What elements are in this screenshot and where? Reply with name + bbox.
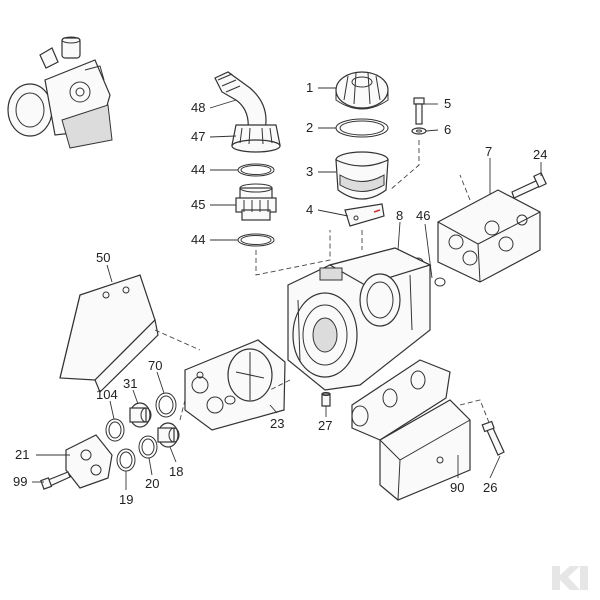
part-8-pump-body (287, 247, 432, 391)
callout-44-lower: 44 (191, 232, 205, 247)
callout-104: 104 (96, 387, 118, 402)
callout-21: 21 (15, 447, 29, 462)
part-48-elbow (214, 71, 267, 131)
part-70-oring (155, 392, 177, 418)
part-18-valve (157, 422, 180, 448)
callout-99: 99 (13, 474, 27, 489)
callout-6: 6 (444, 122, 451, 137)
part-20-oring (138, 435, 158, 459)
callout-50: 50 (96, 250, 110, 265)
part-1-cap (335, 71, 389, 110)
callout-45: 45 (191, 197, 205, 212)
callout-24: 24 (533, 147, 547, 162)
brand-logo (552, 566, 588, 590)
callout-8: 8 (396, 208, 403, 223)
part-50-bracket (59, 274, 159, 394)
part-27-plug (321, 392, 331, 407)
callout-20: 20 (145, 476, 159, 491)
callout-23: 23 (270, 416, 284, 431)
callout-44-upper: 44 (191, 162, 205, 177)
part-4-plate (344, 203, 385, 227)
callout-labels: 48 47 44 45 44 1 2 3 4 5 6 7 24 8 46 50 … (13, 80, 547, 507)
part-44-oring-upper (237, 163, 275, 177)
assembled-pump-thumbnail (7, 36, 113, 149)
callout-19: 19 (119, 492, 133, 507)
callout-leader-lines (32, 87, 542, 490)
part-90-cover (379, 399, 471, 501)
callout-48: 48 (191, 100, 205, 115)
callout-7: 7 (485, 144, 492, 159)
part-44-oring-lower (237, 233, 275, 247)
callout-90: 90 (450, 480, 464, 495)
part-99-bolt (40, 471, 71, 490)
callout-70: 70 (148, 358, 162, 373)
callout-47: 47 (191, 129, 205, 144)
callout-5: 5 (444, 96, 451, 111)
part-6-washer (411, 127, 427, 135)
callout-2: 2 (306, 120, 313, 135)
part-2-oring (335, 118, 389, 138)
callout-31: 31 (123, 376, 137, 391)
part-26-bolt (481, 420, 505, 456)
assembly-guide-lines (154, 140, 491, 426)
part-45-fitting (235, 183, 277, 221)
part-104-oring (105, 418, 125, 442)
crankshaft-assembly (351, 359, 451, 441)
callout-3: 3 (306, 164, 313, 179)
callout-27: 27 (318, 418, 332, 433)
part-31-valve (129, 402, 152, 428)
part-19-oring (116, 448, 136, 472)
callout-46: 46 (416, 208, 430, 223)
part-5-bolt (413, 97, 425, 125)
part-7-head-cover (437, 189, 541, 283)
part-23-plate (184, 339, 286, 431)
callout-18: 18 (169, 464, 183, 479)
part-24-bolt (511, 172, 547, 199)
part-3-bowl (335, 151, 389, 200)
callout-26: 26 (483, 480, 497, 495)
callout-1: 1 (306, 80, 313, 95)
callout-4: 4 (306, 202, 313, 217)
part-21-cover (65, 434, 113, 489)
part-47-nut (231, 124, 281, 153)
